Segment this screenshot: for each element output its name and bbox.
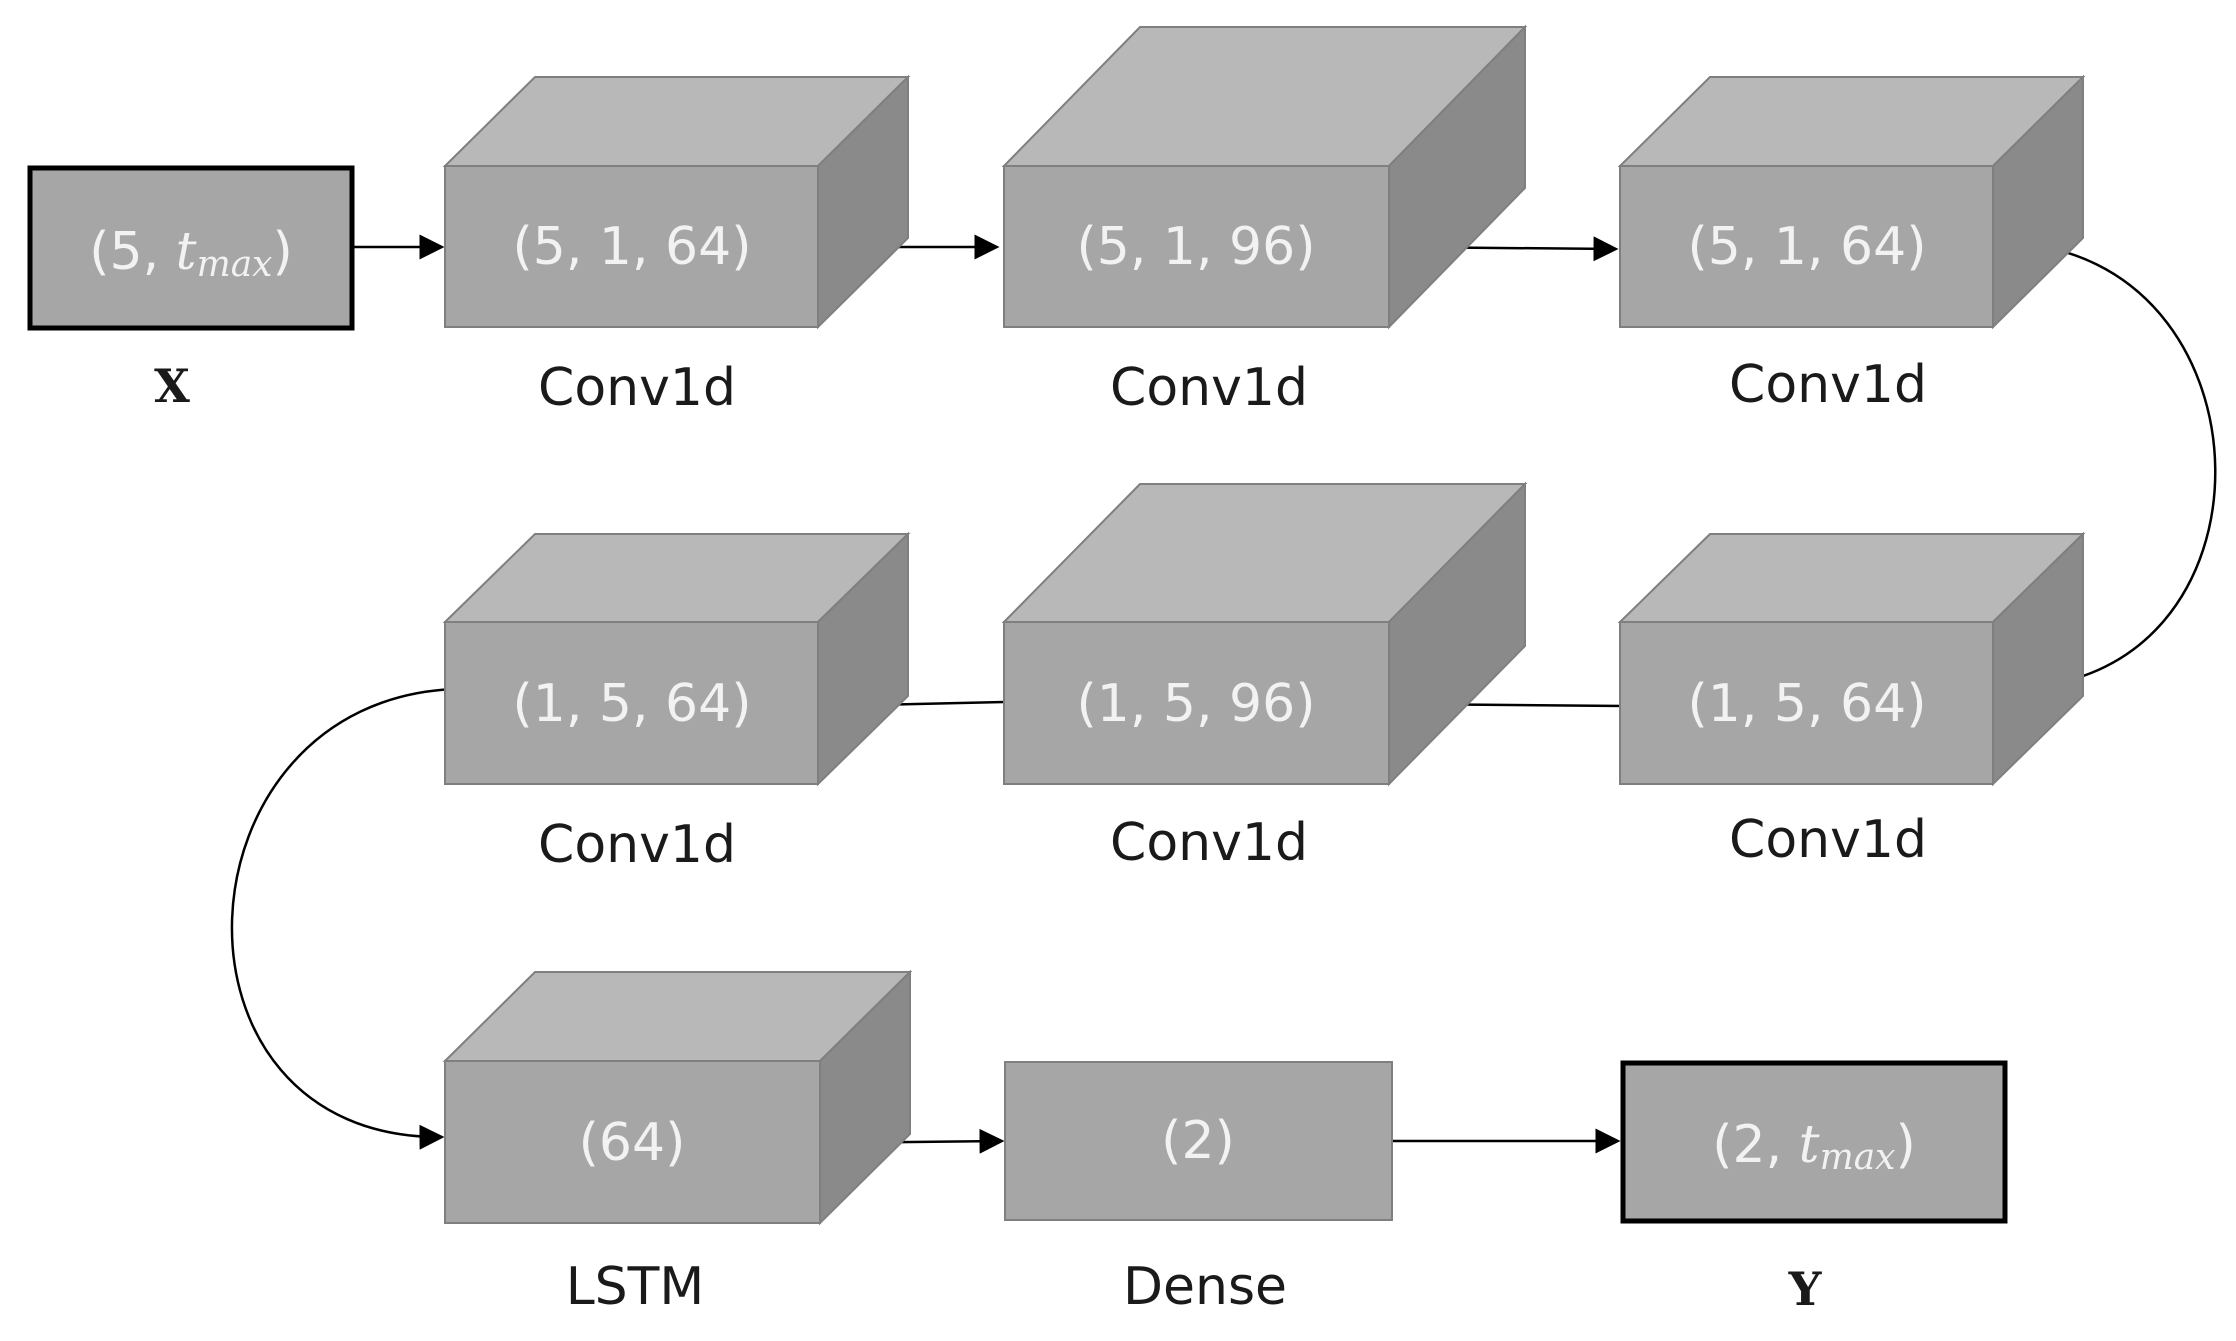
input-x-shape: (5, tmax) xyxy=(89,222,293,285)
layer-conv1d-3-shape: (5, 1, 64) xyxy=(1687,217,1926,277)
layer-conv1d-2-shape: (5, 1, 96) xyxy=(1076,217,1315,277)
layer-conv1d-3-block: (5, 1, 64) xyxy=(1617,74,2086,330)
layer-conv1d-2-block: (5, 1, 96) xyxy=(1001,24,1528,330)
output-y-shape: (2, tmax) xyxy=(1712,1115,1916,1178)
layer-lstm-shape: (64) xyxy=(579,1113,686,1173)
layer-dense-shape: (2) xyxy=(1161,1111,1235,1171)
output-y-box: (2, tmax) xyxy=(1620,1060,2008,1224)
layer-conv1d-2-caption: Conv1d xyxy=(1110,358,1308,418)
layer-lstm-block: (64) xyxy=(442,969,913,1226)
layer-conv1d-1-shape: (5, 1, 64) xyxy=(512,217,751,277)
layer-lstm-caption: LSTM xyxy=(566,1257,705,1317)
layer-conv1d-6-shape: (1, 5, 64) xyxy=(512,674,751,734)
layer-conv1d-4-block: (1, 5, 64) xyxy=(1617,531,2086,787)
layer-conv1d-5-shape: (1, 5, 96) xyxy=(1076,674,1315,734)
layer-conv1d-6-block: (1, 5, 64) xyxy=(442,531,911,787)
layer-dense-caption: Dense xyxy=(1123,1257,1287,1317)
layer-conv1d-5-block: (1, 5, 96) xyxy=(1001,481,1528,787)
layer-dense-block: (2) xyxy=(1004,1061,1393,1221)
input-x-box: (5, tmax) xyxy=(27,165,355,331)
input-x-caption: X xyxy=(154,359,190,413)
layer-conv1d-3-caption: Conv1d xyxy=(1729,355,1927,415)
layer-conv1d-4-shape: (1, 5, 64) xyxy=(1687,674,1926,734)
output-y-caption: Y xyxy=(1788,1262,1823,1316)
arrow-conv3-to-conv4-curve xyxy=(2003,241,2217,701)
layer-conv1d-4-caption: Conv1d xyxy=(1729,810,1927,870)
layer-conv1d-1-block: (5, 1, 64) xyxy=(442,74,911,330)
layer-conv1d-6-caption: Conv1d xyxy=(538,815,736,875)
layer-conv1d-1-caption: Conv1d xyxy=(538,358,736,418)
arrow-conv6-to-lstm-curve xyxy=(230,687,456,1150)
layer-conv1d-5-caption: Conv1d xyxy=(1110,813,1308,873)
